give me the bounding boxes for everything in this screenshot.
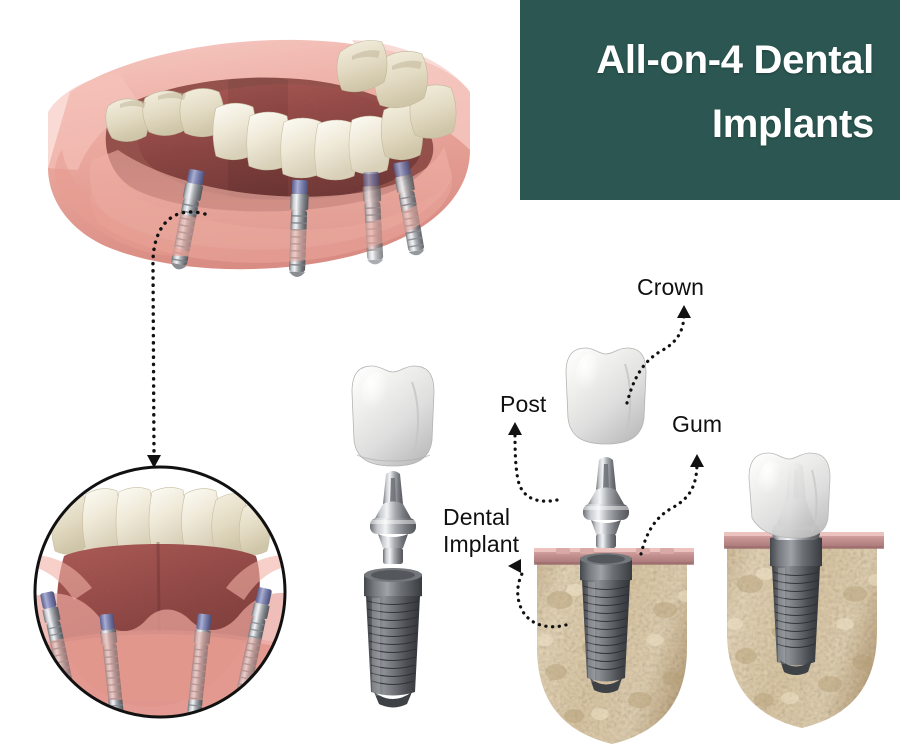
exploded-post (370, 471, 416, 564)
right-crown (748, 452, 831, 539)
zoom-callout-arrow (151, 210, 207, 457)
label-gum: Gum (672, 411, 723, 437)
jaw-implant-1 (170, 168, 205, 270)
inset-tongue (56, 544, 260, 707)
right-post (772, 463, 820, 540)
title-banner: All-on-4 Dental Implants (520, 0, 900, 200)
exploded-implant-screw (364, 568, 422, 708)
crown-arrow-path (625, 311, 686, 405)
mid-gum-slab (534, 548, 694, 565)
inset-circle-outline (33, 465, 287, 719)
label-dental-implant: Dental Implant (443, 504, 520, 558)
implant-arrowhead (508, 559, 521, 573)
implant-arrow-path (516, 568, 568, 629)
inset-teeth (51, 487, 271, 556)
jaw-implants (170, 161, 425, 277)
jaw-implant-4 (393, 161, 425, 256)
post-arrowhead (508, 422, 522, 435)
mid-crown (565, 347, 647, 445)
gum-arrowhead (690, 454, 704, 467)
jaw-gum-outer (48, 39, 470, 270)
right-cross-section-illustration (724, 452, 884, 728)
right-implant-screw (770, 534, 822, 675)
exploded-components-illustration (351, 365, 435, 708)
zoom-callout-arrowhead (147, 455, 161, 468)
mid-implant-screw (580, 553, 632, 693)
inset-circle-illustration (33, 465, 287, 719)
title-line-1: All-on-4 Dental (596, 38, 874, 82)
label-crown: Crown (637, 274, 704, 300)
tongue (137, 84, 422, 200)
crown-arrowhead (677, 305, 691, 318)
mid-post (583, 457, 629, 548)
jaw-implant-2 (289, 179, 309, 277)
inset-gum-ridge (35, 592, 285, 717)
title-line-2: Implants (711, 102, 874, 146)
jaw-model-illustration (48, 39, 470, 277)
right-gum-slab (724, 532, 884, 549)
jaw-implant-3 (362, 171, 384, 265)
post-arrow-path (513, 428, 559, 503)
exploded-crown (351, 365, 435, 467)
label-post: Post (500, 391, 547, 417)
inset-implants (40, 587, 272, 717)
middle-cross-section-illustration (534, 347, 694, 744)
gum-arrow-path (639, 460, 699, 556)
jaw-teeth (105, 40, 457, 181)
mid-bone (537, 556, 687, 744)
right-bone (727, 540, 877, 728)
